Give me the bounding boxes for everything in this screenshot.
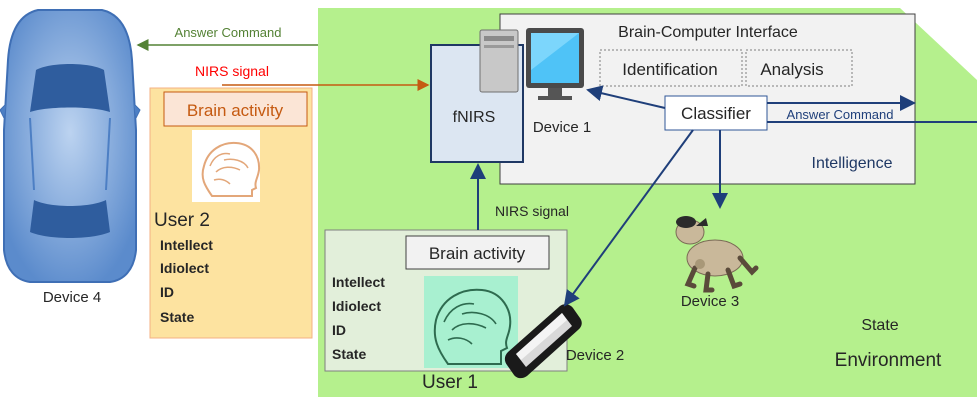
user2-attr-intellect: Intellect bbox=[160, 237, 213, 253]
user1-attr-idiolect: Idiolect bbox=[332, 298, 381, 314]
classifier-to-device1-arrow bbox=[586, 85, 666, 109]
device4-label: Device 4 bbox=[43, 289, 101, 306]
user1-attr-id: ID bbox=[332, 322, 346, 338]
user1-label: User 1 bbox=[422, 372, 478, 393]
nirs-signal-label-mid: NIRS signal bbox=[495, 203, 569, 219]
fnirs-label: fNIRS bbox=[453, 109, 496, 126]
car-icon bbox=[0, 9, 141, 283]
device3-label: Device 3 bbox=[681, 293, 739, 310]
user2-brain-activity-label: Brain activity bbox=[187, 101, 284, 120]
user2-attr-idiolect: Idiolect bbox=[160, 260, 209, 276]
user1-attr-state: State bbox=[332, 346, 366, 362]
user1-brain-activity-label: Brain activity bbox=[429, 244, 526, 263]
analysis-label: Analysis bbox=[760, 60, 823, 79]
classifier-label: Classifier bbox=[681, 104, 751, 123]
smartphone-icon bbox=[504, 304, 582, 379]
device1-label: Device 1 bbox=[533, 119, 591, 136]
intelligence-label: Intelligence bbox=[812, 155, 893, 172]
robot-dog-icon bbox=[675, 216, 759, 293]
environment-label: Environment bbox=[835, 350, 942, 371]
nirs-signal-label-top: NIRS signal bbox=[195, 63, 269, 79]
user2-box bbox=[149, 87, 313, 339]
identification-label: Identification bbox=[622, 60, 717, 79]
user1-head-icon bbox=[424, 276, 518, 368]
analysis-box bbox=[745, 49, 853, 87]
answer-command-label-right: Answer Command bbox=[787, 107, 894, 122]
identification-box bbox=[599, 49, 743, 87]
user1-brain-activity-box bbox=[405, 235, 550, 270]
bci-title: Brain-Computer Interface bbox=[618, 24, 798, 41]
computer-icon bbox=[479, 28, 584, 100]
user2-head-icon bbox=[192, 130, 261, 202]
user2-attr-state: State bbox=[160, 309, 194, 325]
classifier-to-device2-arrow bbox=[563, 129, 694, 307]
user2-label: User 2 bbox=[154, 210, 210, 231]
classifier-box bbox=[664, 95, 768, 131]
device2-label: Device 2 bbox=[566, 347, 624, 364]
user2-attr-id: ID bbox=[160, 284, 174, 300]
user1-attr-intellect: Intellect bbox=[332, 274, 385, 290]
state-label: State bbox=[861, 317, 898, 334]
user2-brain-activity-box bbox=[163, 91, 308, 127]
answer-command-label-top: Answer Command bbox=[175, 25, 282, 40]
